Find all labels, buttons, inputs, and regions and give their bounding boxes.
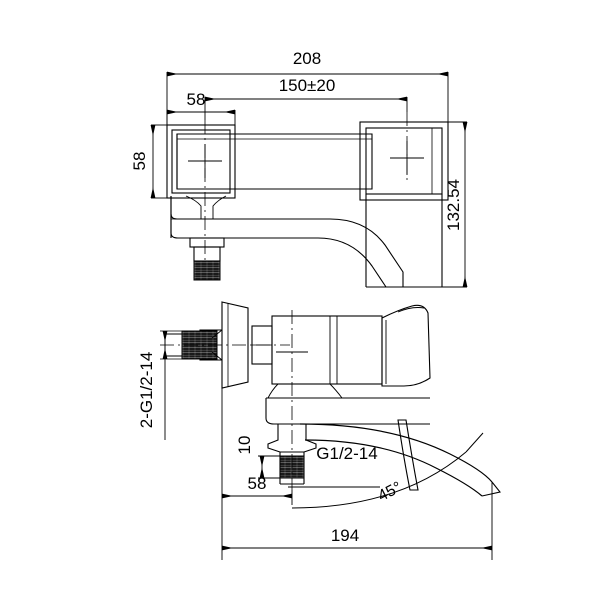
hub-top [265,398,430,425]
label-132-54: 132.54 [444,179,463,231]
label-g12-14: G1/2-14 [316,444,377,463]
inlet-tip [165,333,183,357]
label-58-top: 58 [187,90,206,109]
top-view-axis [204,112,408,262]
label-10: 10 [235,436,254,455]
right-block-sides [365,194,443,287]
label-194: 194 [331,526,359,545]
label-58-bottom: 58 [248,474,267,493]
label-150: 150±20 [279,76,336,95]
body-plan-outline [176,133,373,190]
left-wall-plate-inner [171,129,231,194]
left-shoulder-curve [185,195,202,219]
left-wall-plate-outer [166,124,236,199]
spout-inner-curve [304,439,483,497]
diverter-sliver [397,419,419,491]
label-2-g12-14: 2-G1/2-14 [137,352,156,429]
lever-handle-top-highlight [397,307,425,313]
top-view-dimensions [150,71,468,288]
label-208: 208 [293,49,321,68]
angle-leg-45 [465,432,484,453]
top-plan-view [166,112,449,288]
right-wall-plate-outer [359,121,449,201]
spout-tip [481,481,501,497]
lever-handle [381,304,431,387]
side-elevation-view [160,301,501,497]
right-wall-plate-inner [365,127,443,195]
nipple-thread-hatch [193,260,221,281]
angle-arc-45 [291,451,467,509]
top-view-dimension-labels: 208 150±20 58 58 132.54 [130,49,463,231]
spout-outer-curve [299,423,493,483]
side-view-axes [160,310,293,490]
inlet-taper [211,329,223,361]
left-shoulder-curve-2 [212,195,227,219]
label-58-depth: 58 [130,152,149,171]
side-view-dimensions [160,330,493,560]
wall-flange [221,301,249,389]
side-view-dimension-labels: 2-G1/2-14 10 G1/2-14 58 45° 194 [137,352,405,545]
